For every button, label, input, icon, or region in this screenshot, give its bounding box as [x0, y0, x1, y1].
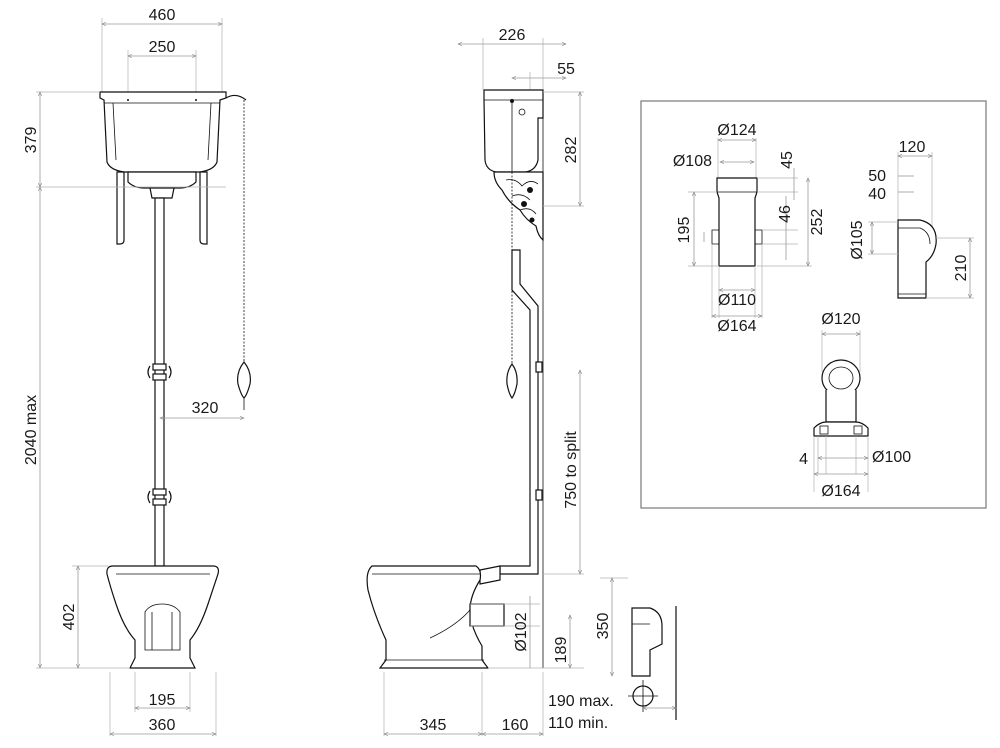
pc-wall-label: 4 [799, 451, 808, 468]
front-left-bracket [116, 171, 125, 245]
pc-base-diameter-label: Ø164 [821, 483, 860, 500]
cistern-depth-label: 226 [499, 27, 526, 44]
cistern-width-label: 460 [149, 7, 176, 24]
pan-connector: Ø120 4 Ø100 Ø164 [799, 311, 911, 500]
cistern-height-label: 379 [23, 127, 40, 154]
bend-offset-top-label: 50 [868, 168, 886, 185]
fp-flange-diameter-label: Ø164 [717, 318, 756, 335]
bend-width-label: 120 [899, 139, 926, 156]
detail-panel: Ø124 Ø108 45 46 252 195 [640, 100, 987, 509]
side-cistern-height-label: 282 [563, 137, 580, 164]
outlet-diameter-label: Ø102 [513, 612, 530, 651]
cistern-offset-label: 55 [557, 61, 575, 78]
cistern-inner-width-label: 250 [149, 39, 176, 56]
flush-bend: 120 50 40 Ø105 210 [849, 139, 974, 299]
chain-offset-label: 320 [192, 400, 219, 417]
side-toilet-pan [366, 565, 490, 669]
detail-frame [640, 100, 987, 509]
side-connector [631, 607, 663, 677]
fp-mid-height-label: 46 [777, 205, 794, 223]
fp-overall-height-label: 252 [809, 209, 826, 236]
outlet-height-label: 189 [553, 637, 570, 664]
flush-pipe-length-label: 750 to split [563, 431, 580, 509]
front-toilet-pan [106, 565, 220, 669]
pc-top-diameter-label: Ø120 [821, 311, 860, 328]
front-view: 460 250 320 [23, 7, 251, 736]
front-cistern [99, 91, 227, 173]
fp-top-diameter-label: Ø124 [717, 122, 756, 139]
side-view: 226 55 282 750 to split [366, 27, 677, 736]
fp-inner-diameter-label: Ø108 [673, 153, 712, 170]
bend-diameter-label: Ø105 [849, 220, 866, 259]
front-right-bracket [199, 171, 208, 245]
wall-to-outlet-label: 160 [502, 717, 529, 734]
fp-collar-height-label: 45 [779, 151, 796, 169]
overall-height-label: 2040 max [23, 395, 40, 465]
side-pull-chain-handle [506, 362, 518, 400]
pan-base-width-label: 195 [149, 692, 176, 709]
connector-max-label: 190 max. [548, 693, 614, 710]
pan-projection-label: 345 [420, 717, 447, 734]
bend-offset-bottom-label: 40 [868, 186, 886, 203]
connector-min-label: 110 min. [548, 715, 608, 732]
pan-height-label: 402 [61, 604, 78, 631]
flush-pipe-connector: Ø124 Ø108 45 46 252 195 [673, 122, 826, 335]
bend-height-label: 210 [953, 255, 970, 282]
front-flush-pipe [154, 197, 165, 567]
pan-width-label: 360 [149, 717, 176, 734]
fp-outlet-diameter-label: Ø110 [718, 292, 756, 309]
connector-height-label: 350 [595, 613, 612, 640]
side-flush-pipe [499, 249, 539, 575]
pull-chain-handle [237, 361, 251, 399]
pc-outlet-diameter-label: Ø100 [872, 449, 911, 466]
fp-body-height-label: 195 [676, 217, 693, 244]
